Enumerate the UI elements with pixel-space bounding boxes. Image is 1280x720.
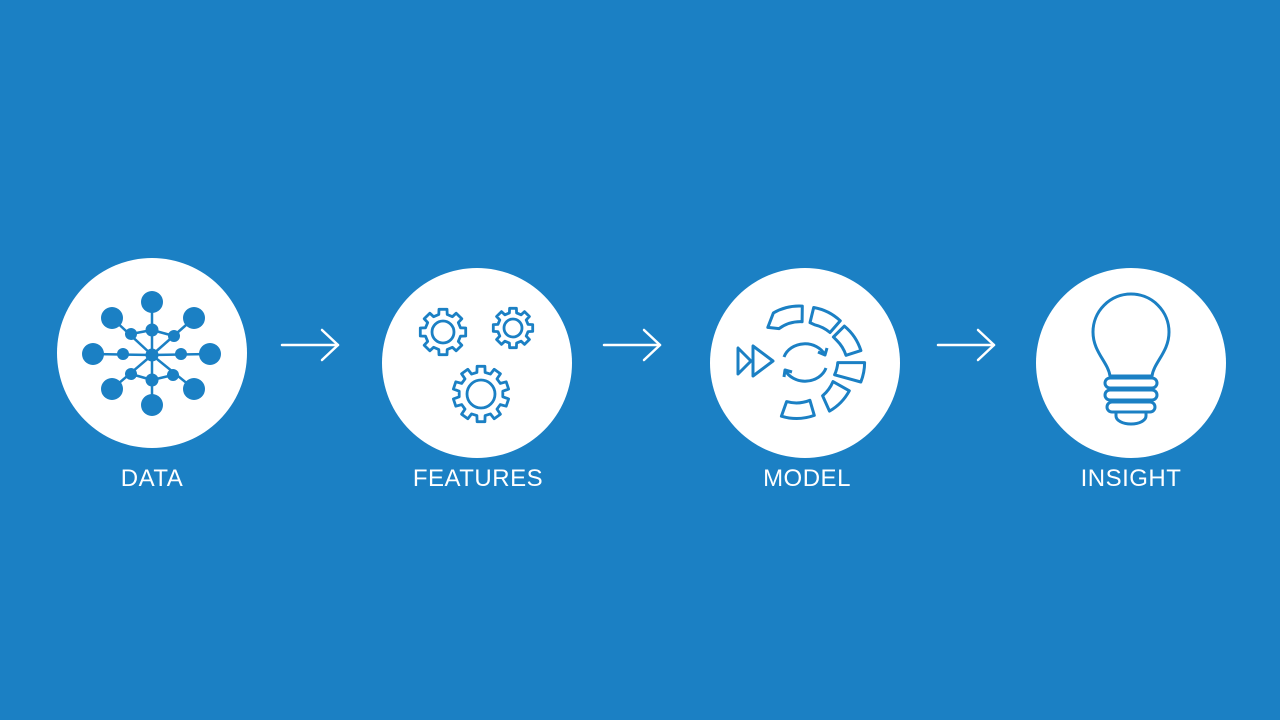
gear-icon <box>452 364 510 424</box>
step-label-data: DATA <box>120 465 184 492</box>
gears-icon <box>418 306 535 424</box>
step-data-circle <box>57 258 247 448</box>
step-label-features: FEATURES <box>412 465 544 492</box>
step-insight-circle <box>1036 268 1226 458</box>
step-label-model: MODEL <box>763 465 851 492</box>
arrow-right-icon <box>601 325 665 365</box>
step-model-circle <box>710 268 900 458</box>
lightbulb-icon <box>1091 292 1171 426</box>
step-label-insight: INSIGHT <box>1080 465 1182 492</box>
gear-icon <box>418 307 468 357</box>
network-nodes-icon <box>82 291 221 416</box>
gear-icon <box>491 306 535 350</box>
arrow-right-icon <box>279 325 343 365</box>
arrow-right-icon <box>935 325 999 365</box>
step-features-circle <box>382 268 572 458</box>
model-cycle-icon <box>736 304 867 420</box>
